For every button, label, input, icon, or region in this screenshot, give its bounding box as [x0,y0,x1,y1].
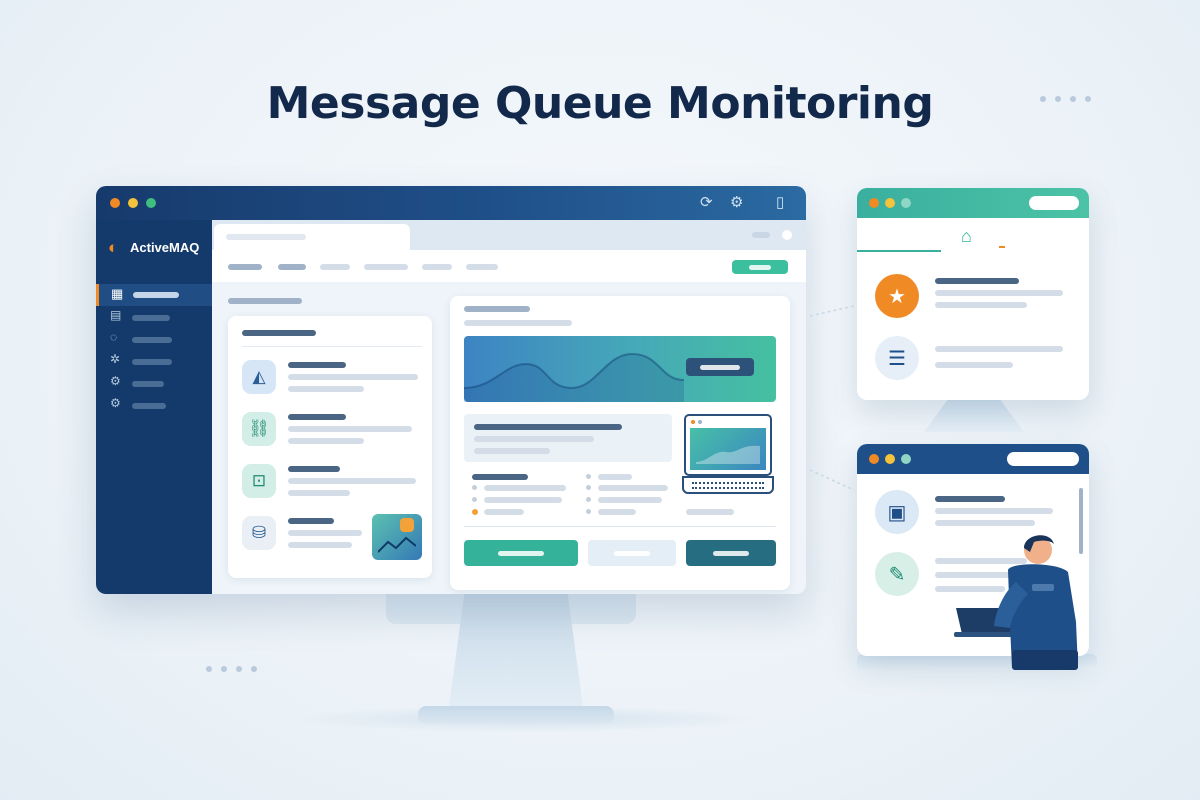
sidebar-item-active[interactable]: ▦ [96,284,215,306]
throughput-chart [464,336,776,402]
sidebar: ◐ ActiveMAQ ▦ ▤ ◌ ✲ ⚙ ⚙ [96,220,215,594]
consumer-window-titlebar [857,444,1089,474]
edit-icon: ✎ [875,552,919,596]
secondary-action-button[interactable] [588,540,676,566]
toolbar-action-button[interactable] [732,260,788,274]
consumer-item[interactable]: ✎ [857,550,1077,602]
image-thumbnail [372,514,422,560]
operator-illustration [954,535,1078,670]
queue-list-card: ◭ ⛓ ⊡ ⛁ [228,316,432,578]
notification-window-titlebar [857,188,1089,218]
search-pill[interactable] [1007,452,1079,466]
window-minimize-dot[interactable] [885,454,895,464]
monitor-foot [418,706,614,724]
queue-pyramid-icon: ◭ [242,360,276,394]
brand-name: ActiveMAQ [130,240,200,255]
document-icon: ☰ [875,336,919,380]
dashboard-window: ⟳ ⚙ ▯ ◐ ActiveMAQ ▦ ▤ ◌ ✲ ⚙ ⚙ [96,186,806,594]
tertiary-action-button[interactable] [686,540,776,566]
queue-row[interactable]: ◭ [228,356,432,404]
home-icon[interactable]: ⌂ [961,226,972,246]
page-title: Message Queue Monitoring [266,78,934,129]
sidebar-item-subscribers[interactable]: ✲ [96,350,212,372]
notification-item[interactable]: ★ [857,270,1089,326]
sidebar-item-topics[interactable]: ◌ [96,328,212,350]
chart-action-button[interactable] [686,358,754,376]
window-titlebar: ⟳ ⚙ ▯ [96,186,806,220]
star-icon: ★ [875,274,919,318]
scrollbar[interactable] [1079,488,1083,554]
content-area: ◭ ⛓ ⊡ ⛁ [212,220,806,594]
window-maximize-dot[interactable] [901,198,911,208]
notification-item[interactable]: ☰ [857,334,1089,390]
info-panel [464,414,672,462]
connector-lines [809,305,855,491]
window-minimize-dot[interactable] [128,198,138,208]
refresh-icon[interactable]: ⟳ [700,194,713,211]
tab-active[interactable] [214,224,410,250]
primary-action-button[interactable] [464,540,578,566]
decorative-dots [1040,96,1091,102]
queue-detail-card [450,296,790,590]
status-dot [782,230,792,240]
database-icon: ⛁ [242,516,276,550]
gear-icon: ⚙ [110,396,121,410]
window-maximize-dot[interactable] [146,198,156,208]
consumer-item[interactable]: ▣ [857,488,1077,540]
settings-icon[interactable]: ⚙ [730,194,744,211]
queue-camera-icon: ⊡ [242,464,276,498]
search-pill[interactable] [1029,196,1079,210]
brand-logo-icon: ◐ [108,238,119,257]
laptop-preview [682,414,776,496]
topics-icon: ◌ [110,330,118,344]
notification-window: ⌂ ★ ☰ [857,188,1089,400]
dashboard-icon: ▦ [111,286,124,301]
monitor-stand [448,594,584,714]
queue-row[interactable]: ⛁ [228,512,432,568]
right-top-stand [924,398,1024,432]
panel-toggle-icon[interactable]: ▯ [776,194,785,211]
queue-row[interactable]: ⊡ [228,460,432,508]
window-close-dot[interactable] [869,454,879,464]
connections-icon: ⚙ [110,374,121,388]
toolbar [212,250,806,282]
sidebar-item-connections[interactable]: ⚙ [96,372,212,394]
sidebar-item-settings[interactable]: ⚙ [96,394,212,416]
window-close-dot[interactable] [110,198,120,208]
window-close-dot[interactable] [869,198,879,208]
queue-row[interactable]: ⛓ [228,408,432,456]
server-icon: ▣ [875,490,919,534]
window-maximize-dot[interactable] [901,454,911,464]
window-minimize-dot[interactable] [885,198,895,208]
subscribers-icon: ✲ [110,352,121,366]
queues-icon: ▤ [110,308,122,322]
sidebar-item-queues[interactable]: ▤ [96,306,212,328]
queue-chain-icon: ⛓ [242,412,276,446]
decorative-dots [206,666,257,672]
